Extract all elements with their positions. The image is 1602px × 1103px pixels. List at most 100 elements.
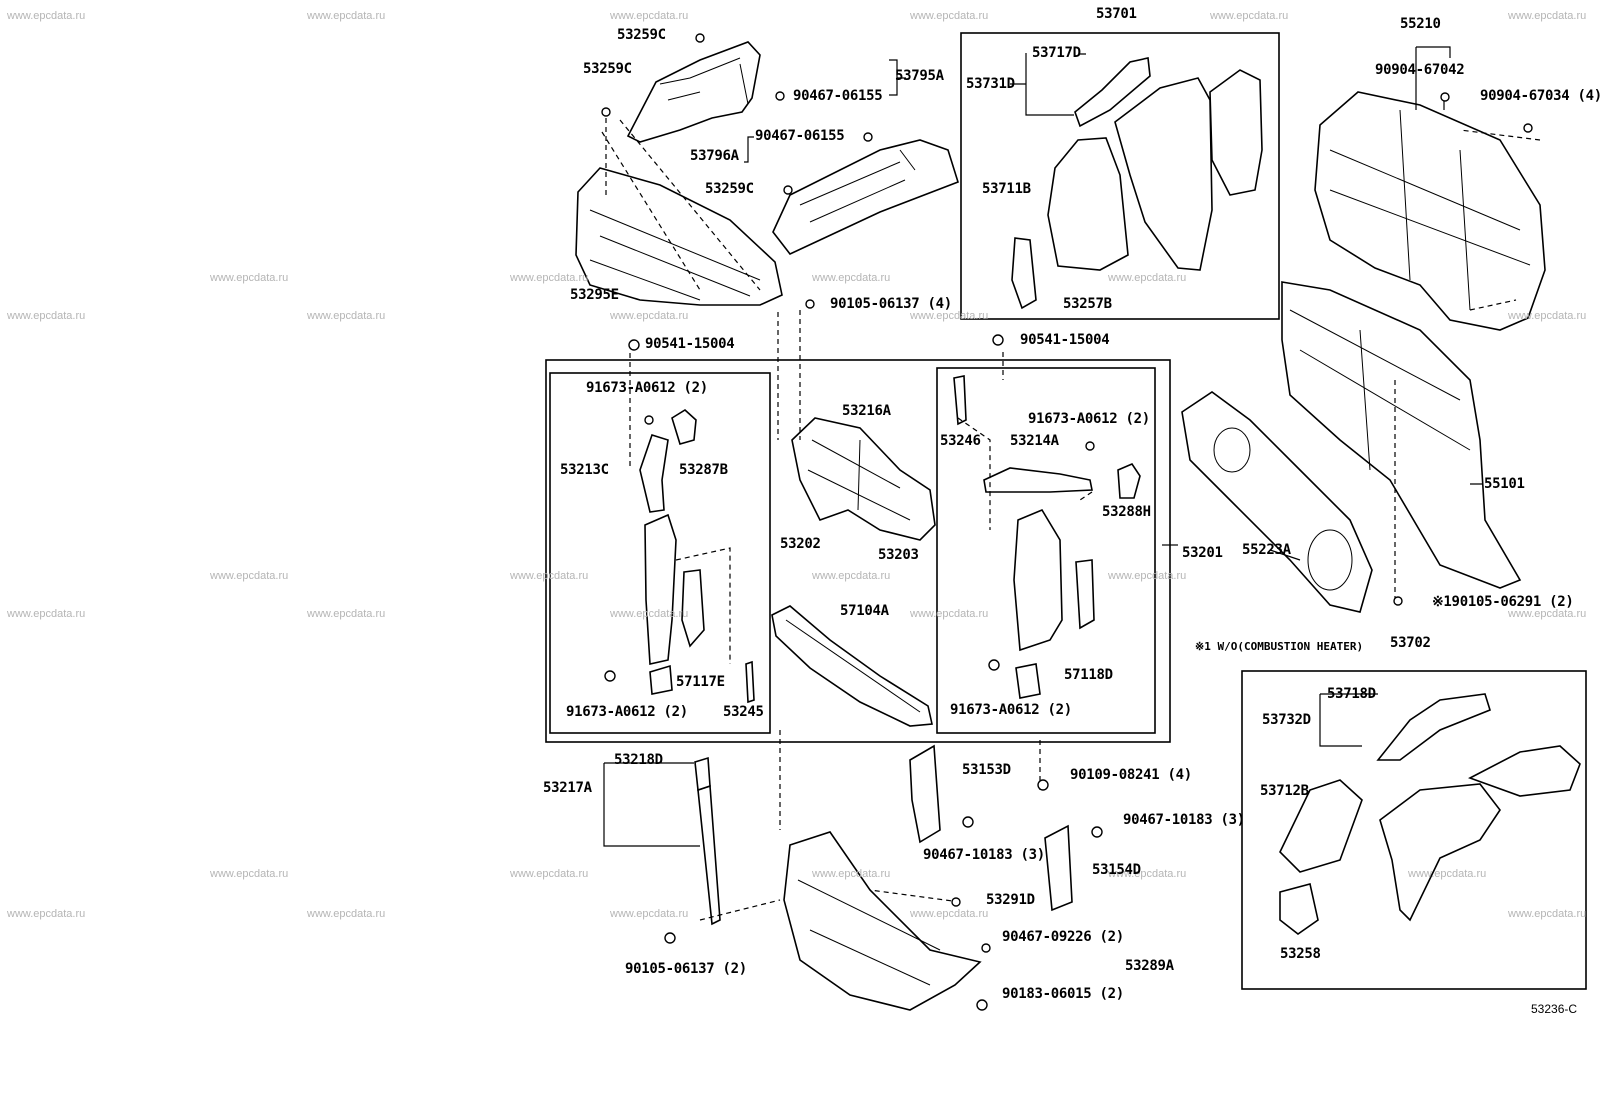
part-label: 57117E — [676, 674, 725, 690]
part-label: 90904-67034 (4) — [1480, 88, 1602, 104]
group-box-53702 — [1241, 670, 1587, 990]
group-box-53203 — [936, 367, 1156, 734]
watermark: www.epcdata.ru — [7, 10, 86, 22]
part-53718d — [1376, 693, 1491, 761]
part-label: 91673-A0612 (2) — [950, 702, 1072, 718]
part-label: 90541-15004 — [645, 336, 735, 352]
part-label: 57118D — [1064, 667, 1113, 683]
part-53702-inner — [1379, 783, 1501, 922]
part-53701-inner — [1114, 77, 1213, 271]
part-label: 53201 — [1182, 545, 1223, 561]
watermark: www.epcdata.ru — [510, 868, 589, 880]
part-label: 90467-10183 (3) — [1123, 812, 1245, 828]
part-label: 53289A — [1125, 958, 1174, 974]
watermark: www.epcdata.ru — [7, 908, 86, 920]
part-label: 90467-06155 — [793, 88, 883, 104]
part-label: 53203 — [878, 547, 919, 563]
part-57104a — [771, 605, 933, 727]
part-label: 53795A — [895, 68, 944, 84]
part-label: 90541-15004 — [1020, 332, 1110, 348]
part-label: 53718D — [1327, 686, 1376, 702]
part-label: 53257B — [1063, 296, 1112, 312]
part-53203-pillar — [1013, 508, 1063, 652]
part-label: 53259C — [617, 27, 666, 43]
part-label: 53701 — [1096, 6, 1137, 22]
part-53213c — [639, 434, 669, 513]
watermark: www.epcdata.ru — [610, 608, 689, 620]
part-55101 — [1281, 281, 1522, 589]
part-label: 53731D — [966, 76, 1015, 92]
part-label: 53712B — [1260, 783, 1309, 799]
part-label: 53259C — [583, 61, 632, 77]
part-label: 53258 — [1280, 946, 1321, 962]
watermark: www.epcdata.ru — [510, 570, 589, 582]
watermark: www.epcdata.ru — [610, 10, 689, 22]
diagram-code: 53236-C — [1531, 1002, 1578, 1016]
watermark: www.epcdata.ru — [910, 310, 989, 322]
watermark: www.epcdata.ru — [812, 868, 891, 880]
watermark: www.epcdata.ru — [307, 310, 386, 322]
part-53702-rear — [1468, 745, 1581, 797]
part-label: 53259C — [705, 181, 754, 197]
part-label: ※190105-06291 (2) — [1432, 594, 1574, 610]
part-label: 55101 — [1484, 476, 1525, 492]
watermark: www.epcdata.ru — [812, 570, 891, 582]
part-53712b — [1279, 779, 1363, 873]
part-label: 53218D — [614, 752, 663, 768]
watermark: www.epcdata.ru — [210, 868, 289, 880]
watermark: www.epcdata.ru — [210, 570, 289, 582]
part-label: 53287B — [679, 462, 728, 478]
part-53258 — [1279, 883, 1319, 935]
watermark: www.epcdata.ru — [7, 310, 86, 322]
part-label: 90467-06155 — [755, 128, 845, 144]
watermark: www.epcdata.ru — [307, 908, 386, 920]
part-53246 — [953, 375, 967, 426]
fasteners — [601, 33, 1533, 1011]
part-53288h — [1117, 463, 1141, 499]
part-53217a — [697, 784, 721, 926]
part-label: 90467-09226 (2) — [1002, 929, 1124, 945]
part-label: 53717D — [1032, 45, 1081, 61]
part-label: 53702 — [1390, 635, 1431, 651]
part-label: 53291D — [986, 892, 1035, 908]
part-label: 53154D — [1092, 862, 1141, 878]
part-53214a — [983, 467, 1093, 493]
part-53257b — [1011, 237, 1037, 310]
watermark: www.epcdata.ru — [1508, 908, 1587, 920]
part-label: 53288H — [1102, 504, 1151, 520]
part-label: 90105-06137 (2) — [625, 961, 747, 977]
part-label: 53796A — [690, 148, 739, 164]
part-label: 90467-10183 (3) — [923, 847, 1045, 863]
part-53153d — [909, 744, 941, 844]
part-53245 — [745, 660, 755, 704]
part-label: 91673-A0612 (2) — [1028, 411, 1150, 427]
group-box-53701 — [960, 32, 1280, 320]
watermark: www.epcdata.ru — [7, 608, 86, 620]
part-label: 53246 — [940, 433, 981, 449]
part-label: 53732D — [1262, 712, 1311, 728]
part-label: 53153D — [962, 762, 1011, 778]
part-53202-bracket — [649, 664, 673, 695]
part-53203-bracket — [1015, 663, 1041, 699]
part-53216a — [791, 417, 936, 541]
watermark: www.epcdata.ru — [1108, 570, 1187, 582]
part-53202-pillar — [644, 513, 677, 665]
group-box-53201 — [545, 359, 1171, 743]
watermark: www.epcdata.ru — [307, 608, 386, 620]
footnote: ※1 W/O(COMBUSTION HEATER) — [1195, 640, 1364, 653]
part-label: 53245 — [723, 704, 764, 720]
part-label: 53202 — [780, 536, 821, 552]
part-55223a — [1181, 391, 1373, 613]
watermark: www.epcdata.ru — [1508, 608, 1587, 620]
watermark: www.epcdata.ru — [910, 608, 989, 620]
watermark: www.epcdata.ru — [1108, 272, 1187, 284]
part-label: 53213C — [560, 462, 609, 478]
part-53287b — [671, 409, 697, 445]
watermark: www.epcdata.ru — [812, 272, 891, 284]
watermark: www.epcdata.ru — [610, 908, 689, 920]
part-label: 53711B — [982, 181, 1031, 197]
watermark: www.epcdata.ru — [210, 272, 289, 284]
part-53295e — [575, 167, 783, 306]
